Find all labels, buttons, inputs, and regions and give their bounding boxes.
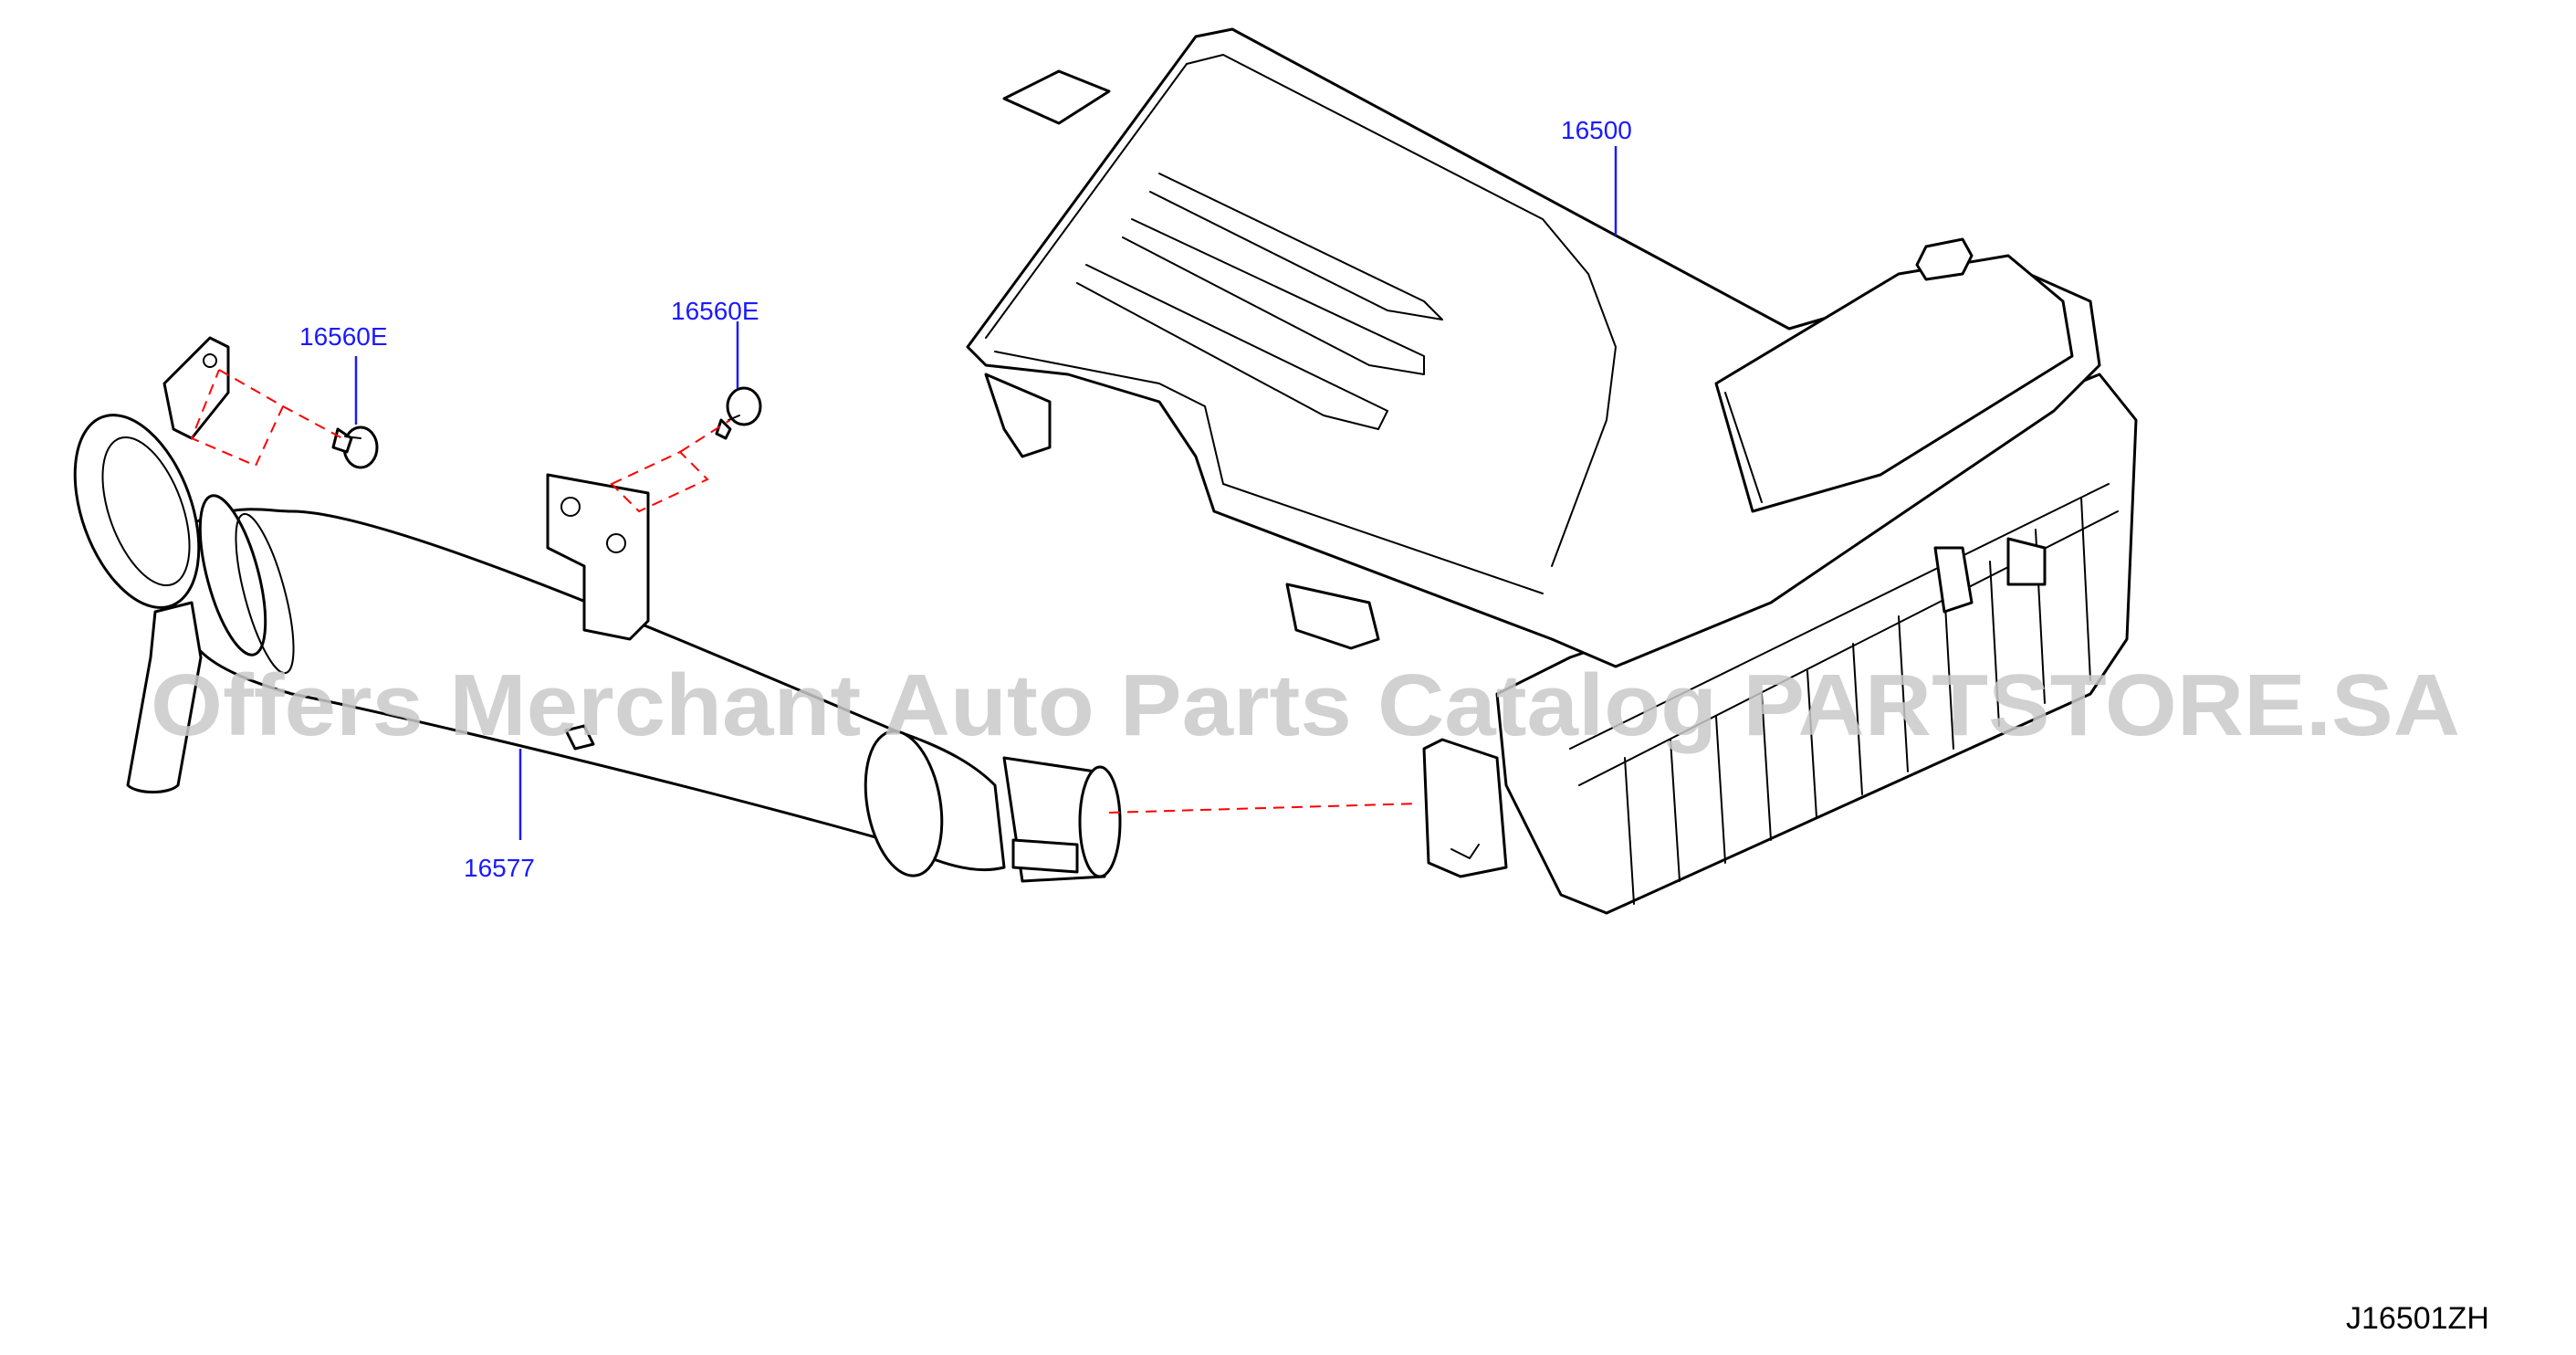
part-label-16560e-left: 16560E xyxy=(299,322,388,351)
reference-code: J16501ZH xyxy=(2346,1301,2489,1336)
part-label-16500: 16500 xyxy=(1561,116,1632,144)
air-cleaner-assembly xyxy=(966,27,2138,915)
part-label-16560e-right: 16560E xyxy=(671,297,759,325)
clip-right-drawing xyxy=(715,386,762,440)
air-duct xyxy=(73,336,1122,883)
part-label-16577: 16577 xyxy=(464,854,535,882)
dashed-guides xyxy=(190,369,1420,814)
leader-lines xyxy=(354,146,1618,840)
watermark-text: Offers Merchant Auto Parts Catalog PARTS… xyxy=(151,656,2460,754)
clip-left-drawing xyxy=(331,425,379,469)
